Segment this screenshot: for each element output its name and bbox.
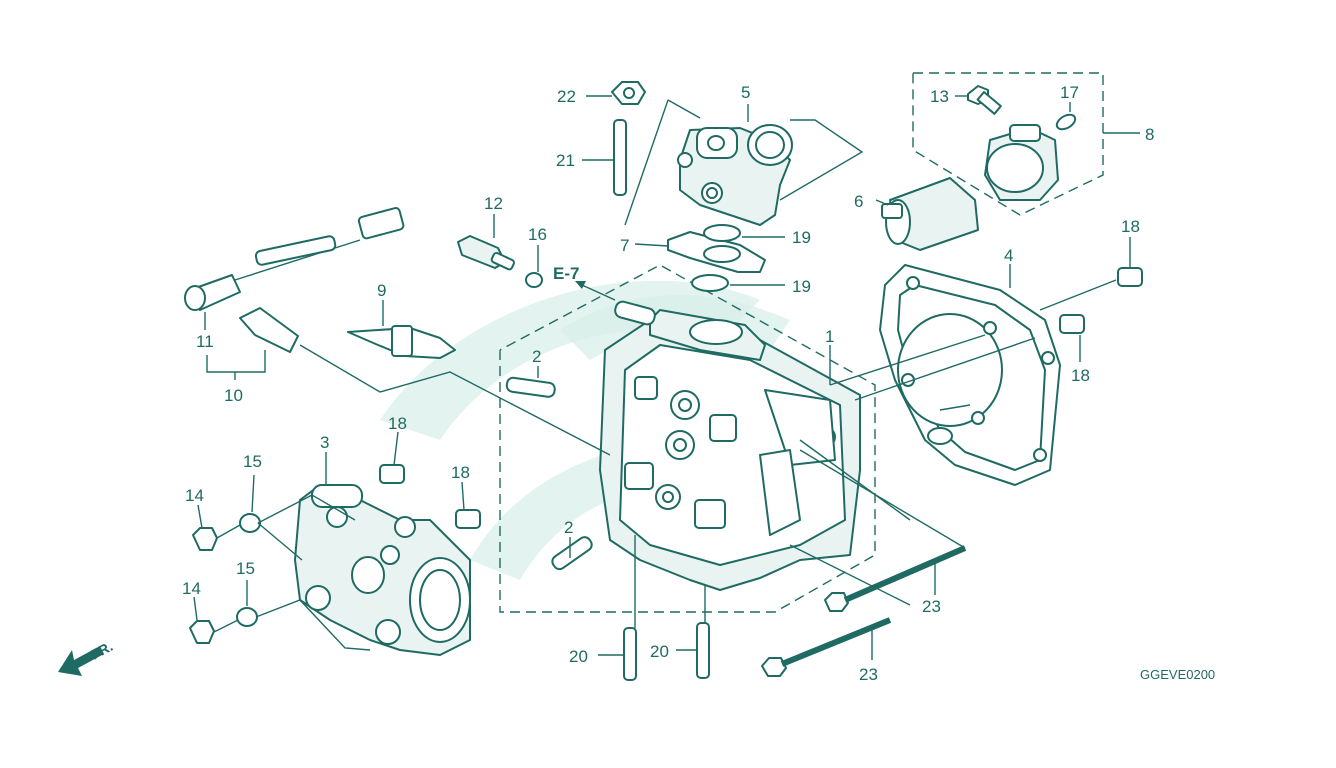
callout-23-lower: 23 xyxy=(859,665,878,684)
dowel-18-left-mid xyxy=(455,509,481,529)
bolt-23-upper xyxy=(824,545,967,612)
washer-16 xyxy=(525,272,543,288)
o-ring-19-lower xyxy=(691,274,729,292)
bolt-13 xyxy=(967,85,1002,115)
spark-plug xyxy=(347,325,456,359)
cylinder-head-gasket xyxy=(879,264,1061,486)
diagram-code: GGEVE0200 xyxy=(1140,667,1215,682)
callout-2-lower: 2 xyxy=(564,518,573,537)
callout-21: 21 xyxy=(556,151,575,170)
washer-15-lower xyxy=(236,607,258,627)
callout-6: 6 xyxy=(854,192,863,211)
callout-13: 13 xyxy=(930,87,949,106)
head-group-outline xyxy=(499,264,876,613)
stud-20-right xyxy=(696,622,710,679)
callout-11: 11 xyxy=(196,332,214,351)
callout-18-left-mid: 18 xyxy=(451,463,470,482)
valve-guide-lower xyxy=(551,536,593,571)
nut-14-lower xyxy=(189,620,215,644)
e7-reference-label: E-7 xyxy=(553,264,579,283)
callout-7: 7 xyxy=(620,236,629,255)
water-joint xyxy=(677,124,793,226)
intake-manifold xyxy=(294,484,471,656)
callout-12: 12 xyxy=(484,194,503,213)
callout-5: 5 xyxy=(741,83,750,102)
callout-2-upper: 2 xyxy=(532,347,541,366)
callout-20-right: 20 xyxy=(650,642,669,661)
thermostat-group-outline xyxy=(912,72,1104,216)
callout-22: 22 xyxy=(557,87,576,106)
dowel-18-right-top xyxy=(1117,267,1143,287)
dowel-18-left-top xyxy=(379,464,405,484)
callout-1: 1 xyxy=(825,327,834,346)
callout-15-lower: 15 xyxy=(236,559,255,578)
callout-16: 16 xyxy=(528,225,547,244)
front-arrow xyxy=(58,646,104,676)
cylinder-head xyxy=(599,300,861,591)
callout-4: 4 xyxy=(1004,246,1013,265)
nut-22 xyxy=(611,81,646,105)
callout-23-upper: 23 xyxy=(922,597,941,616)
callout-numbers: 22 21 5 6 13 17 8 7 19 19 12 16 9 11 10 … xyxy=(88,83,1215,684)
oxygen-sensor xyxy=(184,207,405,353)
nut-14-upper xyxy=(192,527,218,551)
temperature-sensor xyxy=(457,235,515,271)
callout-17: 17 xyxy=(1060,83,1079,102)
callout-19-upper: 19 xyxy=(792,228,811,247)
stud-20-left xyxy=(623,627,637,681)
callout-3: 3 xyxy=(320,433,329,452)
dowel-18-right-mid xyxy=(1059,314,1085,334)
callout-18-right-mid: 18 xyxy=(1071,366,1090,385)
callout-18-right-top: 18 xyxy=(1121,217,1140,236)
leader-lines xyxy=(193,95,1131,660)
callout-20-left: 20 xyxy=(569,647,588,666)
o-ring-17 xyxy=(1055,113,1077,131)
valve-guide-upper xyxy=(505,376,556,398)
callout-19-lower: 19 xyxy=(792,277,811,296)
callout-18-left-top: 18 xyxy=(388,414,407,433)
callout-9: 9 xyxy=(377,281,386,300)
callout-10: 10 xyxy=(224,386,243,405)
o-ring-19-upper xyxy=(703,224,741,242)
callout-8: 8 xyxy=(1145,125,1154,144)
callout-14-upper: 14 xyxy=(185,486,204,505)
callout-14-lower: 14 xyxy=(182,579,201,598)
stud-21 xyxy=(613,119,627,196)
e7-reference xyxy=(575,281,616,301)
bolt-23-lower xyxy=(761,617,892,677)
callout-15-upper: 15 xyxy=(243,452,262,471)
thermostat xyxy=(881,177,979,251)
insulator-gasket xyxy=(667,231,766,273)
thermostat-housing xyxy=(984,124,1059,201)
washer-15-upper xyxy=(239,513,261,533)
